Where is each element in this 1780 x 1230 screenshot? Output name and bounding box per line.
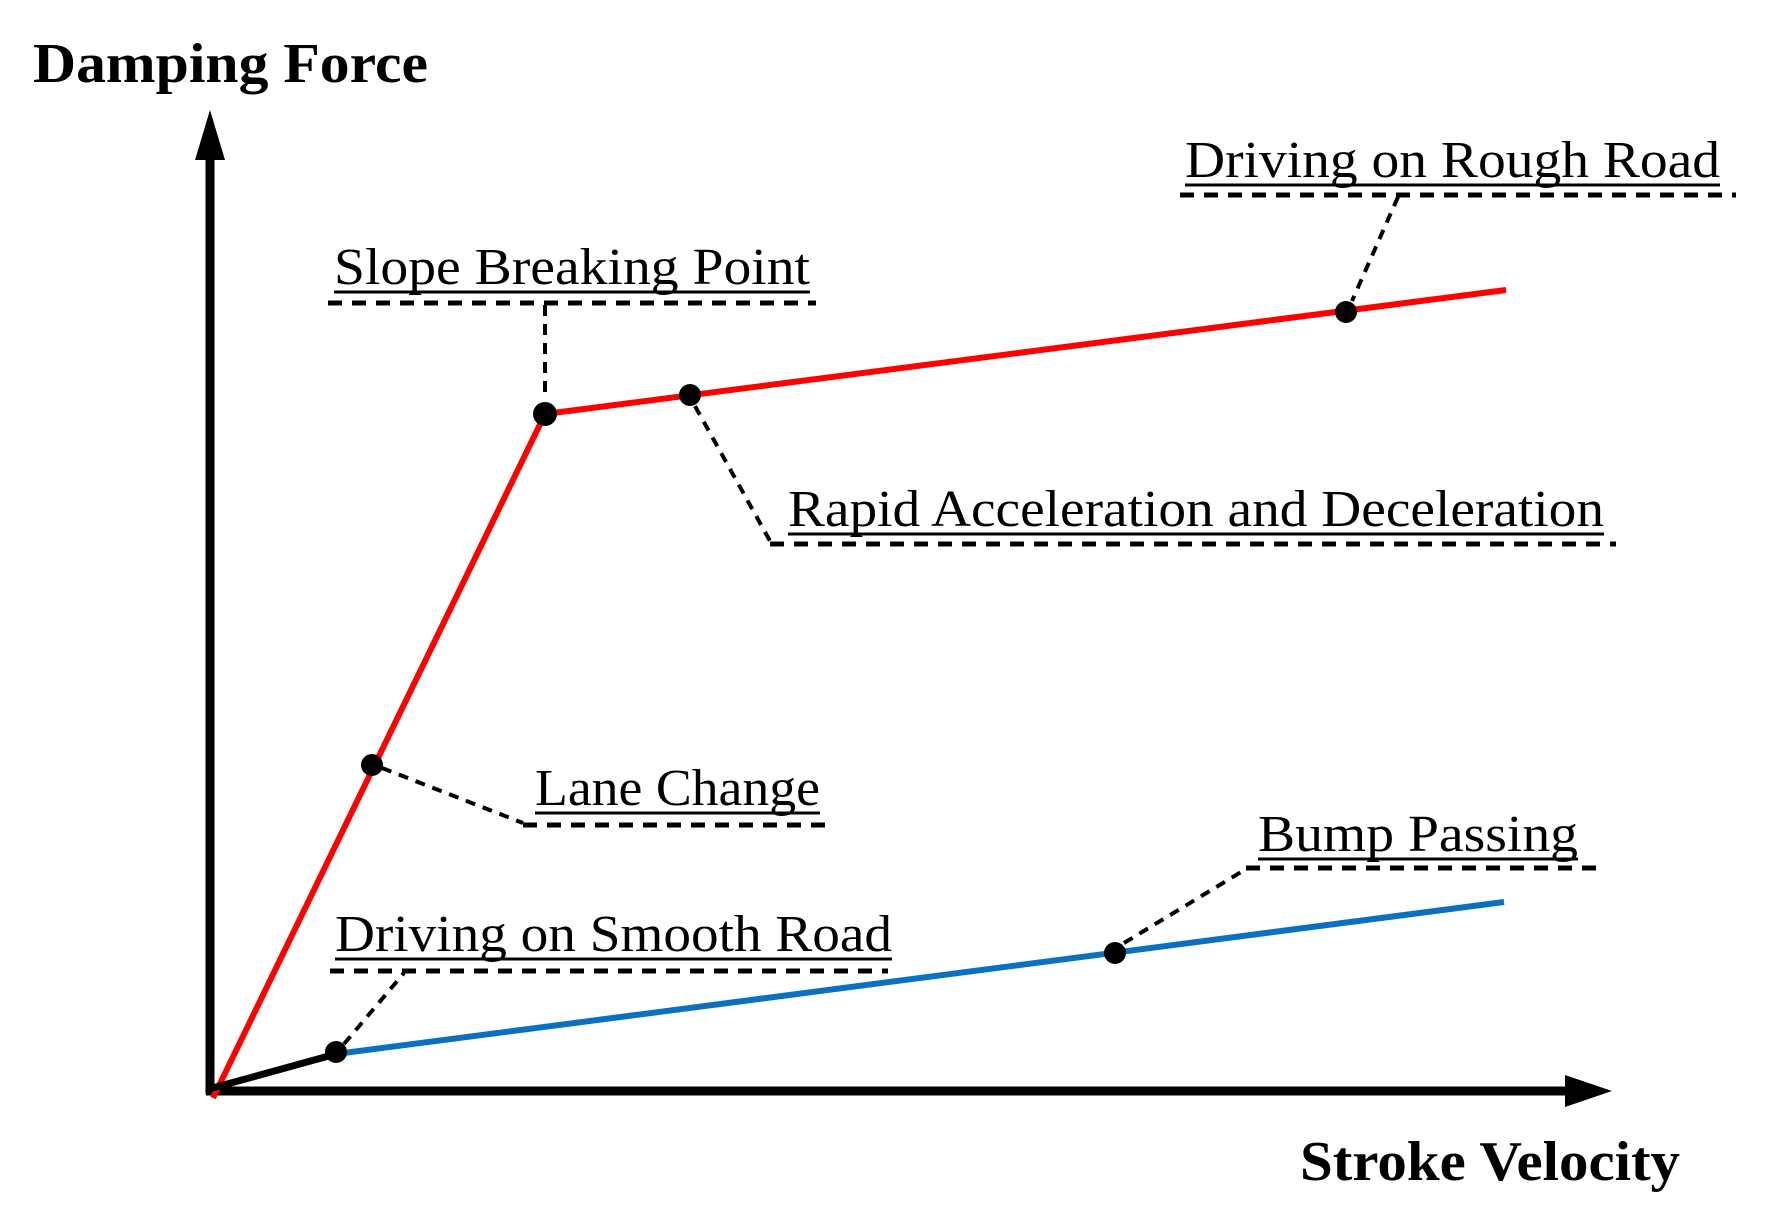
y-axis <box>195 110 225 1094</box>
annotation-lane-change: Lane Change <box>361 754 827 828</box>
slope-breaking-point-dot <box>533 402 557 426</box>
soft-damping-curve <box>335 899 1505 1057</box>
y-axis-title: Damping Force <box>33 33 428 95</box>
soft-damping-curve-initial-black-segment <box>208 1050 337 1093</box>
annotation-slope-breaking-point-label: Slope Breaking Point <box>334 239 811 296</box>
y-axis-arrowhead-icon <box>195 110 225 160</box>
rapid-acceleration-and-deceleration-dot <box>679 384 701 406</box>
annotation-bump-passing: Bump Passing <box>1104 806 1597 964</box>
x-axis-arrowhead-icon <box>1565 1075 1612 1107</box>
annotation-driving-on-rough-road-leader-line <box>1350 196 1400 302</box>
annotation-rapid-acceleration-and-deceleration-leader-line <box>693 405 772 542</box>
x-axis <box>206 1075 1612 1107</box>
driving-on-rough-road-dot <box>1335 301 1357 323</box>
annotation-driving-on-smooth-road: Driving on Smooth Road <box>325 906 892 1063</box>
bump-passing-dot <box>1104 942 1126 964</box>
driving-on-smooth-road-dot <box>325 1041 347 1063</box>
annotation-driving-on-rough-road: Driving on Rough Road <box>1180 132 1736 323</box>
annotation-bump-passing-leader-line <box>1122 867 1248 945</box>
annotation-driving-on-smooth-road-label: Driving on Smooth Road <box>335 906 892 963</box>
firm-damping-curve <box>210 287 1507 1100</box>
annotation-rapid-acceleration-and-deceleration: Rapid Acceleration and Deceleration <box>679 384 1616 547</box>
lane-change-dot <box>361 754 383 776</box>
annotation-driving-on-smooth-road-leader-line <box>342 971 406 1046</box>
annotation-rapid-acceleration-and-deceleration-label: Rapid Acceleration and Deceleration <box>788 481 1604 538</box>
x-axis-title: Stroke Velocity <box>1300 1131 1680 1193</box>
annotation-bump-passing-label: Bump Passing <box>1258 806 1578 863</box>
annotation-lane-change-leader-line <box>381 766 524 825</box>
annotation-lane-change-label: Lane Change <box>535 760 820 817</box>
annotation-slope-breaking-point: Slope Breaking Point <box>328 239 816 426</box>
annotation-driving-on-rough-road-label: Driving on Rough Road <box>1185 132 1720 189</box>
